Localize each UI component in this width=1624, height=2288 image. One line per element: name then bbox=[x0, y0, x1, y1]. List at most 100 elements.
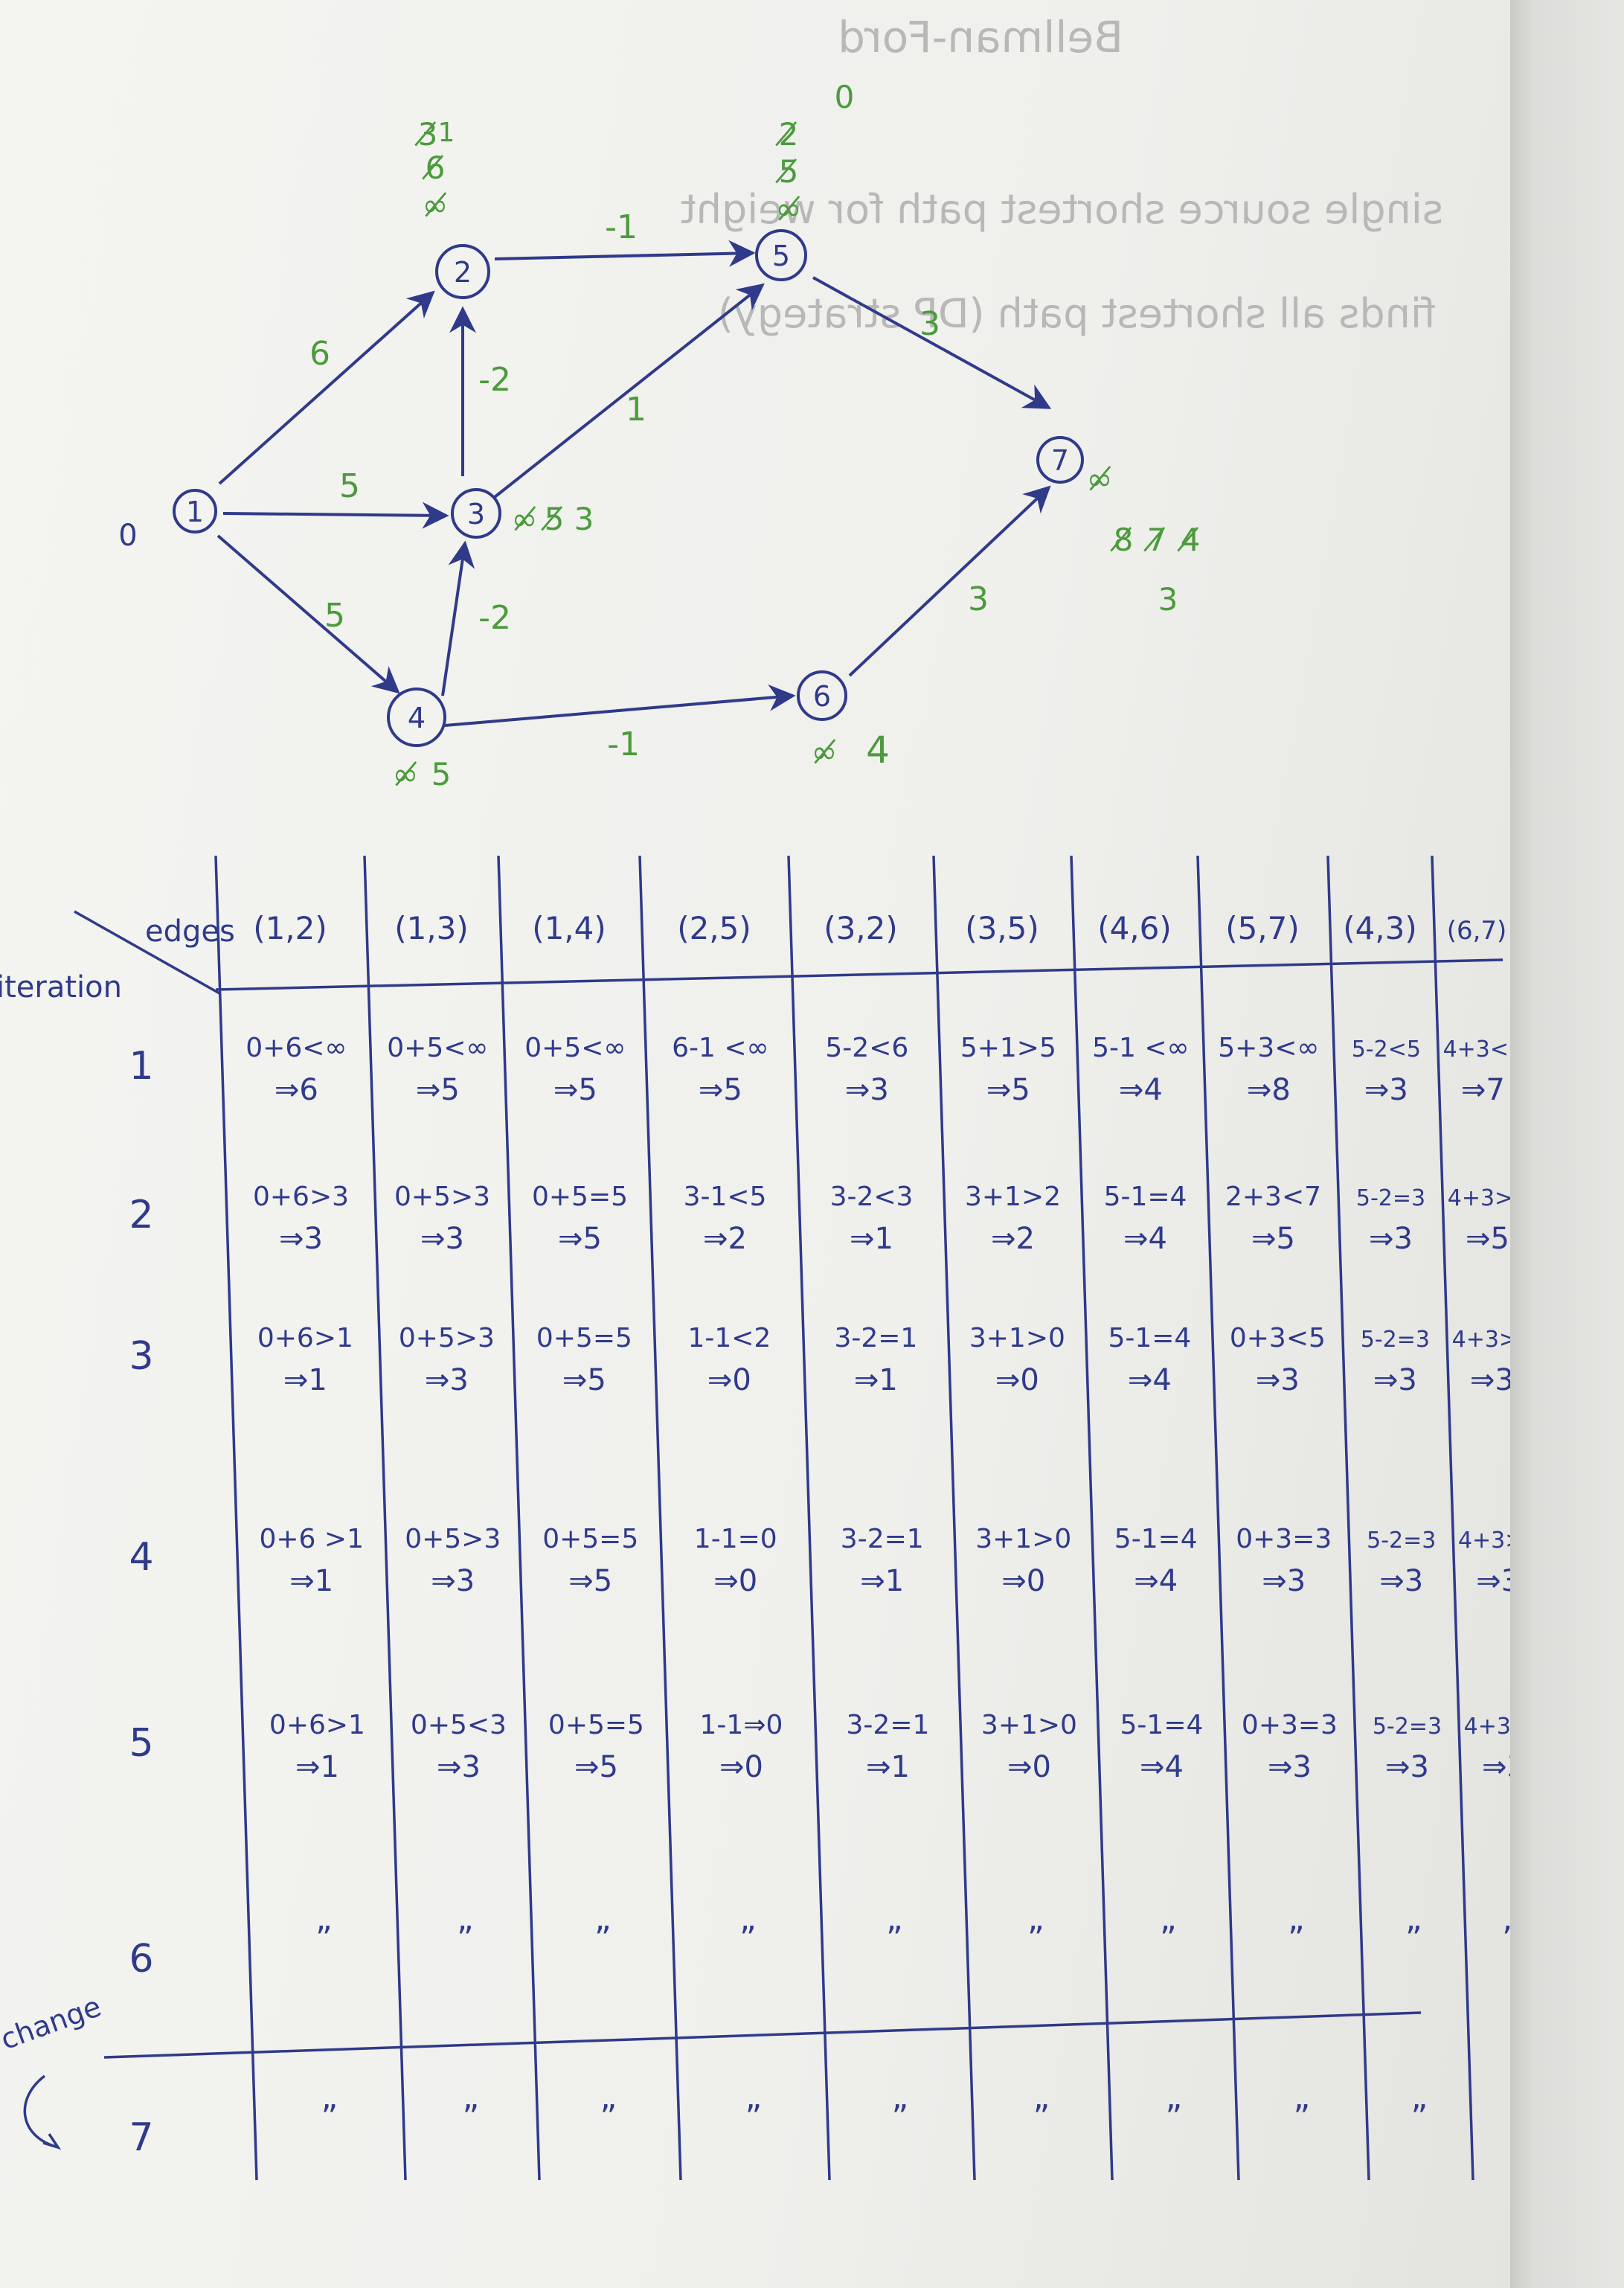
cell-expression: 0+3=3 bbox=[1236, 1524, 1332, 1554]
node-5-estimate: 2̸ bbox=[774, 116, 798, 153]
node-7-estimate: 7̸ bbox=[1143, 522, 1166, 558]
column-header: (2,5) bbox=[677, 910, 751, 946]
cell-result: ⇒1 bbox=[854, 1363, 898, 1397]
cell-result: ⇒0 bbox=[995, 1363, 1039, 1397]
cell-result: ⇒4 bbox=[1119, 1073, 1163, 1107]
cell-expression: ” bbox=[321, 2098, 338, 2136]
cell-result: ⇒5 bbox=[568, 1564, 612, 1598]
cell-result: ⇒2 bbox=[703, 1222, 747, 1256]
cell-expression: 0+5>3 bbox=[399, 1323, 495, 1353]
node-7-label: 7 bbox=[1051, 444, 1069, 477]
node-3-current: 3 bbox=[574, 501, 594, 537]
cell-result: ⇒3 bbox=[437, 1750, 481, 1784]
node-2-label: 2 bbox=[454, 256, 472, 289]
cell-expression: 3+1>2 bbox=[965, 1182, 1061, 1212]
node-3-estimate: ∞̸ bbox=[512, 501, 538, 537]
edge-4-3 bbox=[441, 540, 475, 696]
node-4-estimate: ∞̸ bbox=[393, 756, 419, 792]
column-header: (1,3) bbox=[394, 910, 469, 946]
cell-expression: 4+3>3 bbox=[1458, 1528, 1510, 1554]
cell-expression: 2+3<7 bbox=[1225, 1182, 1321, 1212]
cell-result: ⇒3 bbox=[1262, 1564, 1306, 1598]
cell-expression: 4+3>3 bbox=[1464, 1714, 1510, 1740]
iteration-table: (1,2)(1,3)(1,4)(2,5)(3,2)(3,5)(4,6)(5,7)… bbox=[0, 855, 1510, 2181]
cell-expression: ” bbox=[1033, 2098, 1050, 2136]
cell-result: ⇒3 bbox=[1268, 1750, 1312, 1784]
node-6-circle bbox=[797, 670, 847, 721]
cell-expression: 0+6<∞ bbox=[245, 1033, 347, 1063]
cell-expression: 0+5=5 bbox=[548, 1710, 644, 1740]
cell-expression: 5+1>5 bbox=[960, 1033, 1056, 1063]
edge-1-4 bbox=[216, 534, 400, 694]
cell-expression: ” bbox=[739, 1920, 757, 1958]
node-4-circle bbox=[387, 688, 446, 747]
change-note: change bbox=[0, 1990, 106, 2056]
cell-result: ⇒1 bbox=[860, 1564, 904, 1598]
cell-result: ⇒5 bbox=[553, 1073, 597, 1107]
edge-3-5 bbox=[493, 283, 765, 499]
weight-3-2: -2 bbox=[478, 361, 511, 399]
cell-expression: 0+5=5 bbox=[536, 1323, 632, 1353]
column-divider bbox=[932, 855, 976, 2181]
node-6-label: 6 bbox=[813, 680, 831, 713]
cell-expression: 0+3=3 bbox=[1242, 1710, 1338, 1740]
column-divider bbox=[1196, 855, 1240, 2181]
change-rule bbox=[103, 2011, 1422, 2059]
cell-expression: 0+5=5 bbox=[532, 1182, 628, 1212]
cell-result: ⇒3 bbox=[1364, 1073, 1408, 1107]
cell-expression: 5-1=4 bbox=[1104, 1182, 1187, 1212]
cell-result: ⇒6 bbox=[275, 1073, 318, 1107]
cell-result: ⇒1 bbox=[866, 1750, 910, 1784]
cell-result: ⇒5 bbox=[558, 1222, 602, 1256]
cell-result: ⇒3 bbox=[1482, 1750, 1510, 1784]
ghost-line-2: finds all shortest path (DP strategy) bbox=[718, 290, 1436, 337]
iteration-number: 6 bbox=[129, 1937, 153, 1981]
cell-expression: ” bbox=[457, 1920, 474, 1958]
column-header: (4,6) bbox=[1097, 910, 1172, 946]
cell-expression: 0+5<∞ bbox=[524, 1033, 626, 1063]
iteration-number: 5 bbox=[129, 1721, 153, 1766]
node-1-circle bbox=[173, 489, 217, 533]
cell-expression: 0+5>3 bbox=[394, 1182, 490, 1212]
cell-expression: ” bbox=[315, 1920, 333, 1958]
weight-5-7: 3 bbox=[919, 305, 940, 343]
graph-labels: 0 1 2 3 4 5 6 7 bbox=[118, 240, 1069, 734]
cell-expression: 0+6>3 bbox=[253, 1182, 349, 1212]
curved-arrow-icon bbox=[23, 2074, 62, 2150]
cell-expression: ” bbox=[1502, 1920, 1510, 1958]
node-7-estimate: ∞̸ bbox=[1087, 461, 1113, 497]
cell-result: ⇒5 bbox=[1251, 1222, 1295, 1256]
cell-result: ⇒1 bbox=[289, 1564, 333, 1598]
cell-expression: ” bbox=[600, 2098, 617, 2136]
node-5-estimate: ∞̸ bbox=[776, 190, 802, 227]
cell-result: ⇒3 bbox=[279, 1222, 323, 1256]
node-7-current: 3 bbox=[1158, 581, 1178, 618]
column-divider bbox=[214, 855, 258, 2181]
header-rule bbox=[215, 958, 1503, 991]
cell-expression: 0+5<∞ bbox=[387, 1033, 488, 1063]
column-divider bbox=[1070, 855, 1114, 2181]
cell-expression: 5-1=4 bbox=[1120, 1710, 1204, 1740]
cell-expression: 3+1>0 bbox=[975, 1524, 1071, 1554]
cell-result: ⇒1 bbox=[295, 1750, 339, 1784]
cell-expression: ” bbox=[745, 2098, 762, 2136]
node-2-estimate: ∞̸ bbox=[423, 187, 449, 223]
column-header: (3,2) bbox=[824, 910, 898, 946]
cell-expression: ” bbox=[1405, 1920, 1422, 1958]
node-7-estimate: 8̸ bbox=[1109, 522, 1133, 558]
cell-expression: 3-2=1 bbox=[834, 1323, 917, 1353]
distance-estimates: 3̸ 1 6̸ ∞̸ 2̸ 0 5̸ ∞̸ ∞̸ 5̸ 3 ∞̸ 4 ∞̸ 5 … bbox=[393, 79, 1201, 792]
iteration-number: 3 bbox=[129, 1334, 153, 1379]
cell-result: ⇒5 bbox=[1466, 1222, 1509, 1256]
cell-result: ⇒0 bbox=[707, 1363, 751, 1397]
cell-expression: 0+3<5 bbox=[1230, 1323, 1326, 1353]
cell-result: ⇒3 bbox=[1379, 1564, 1423, 1598]
cell-result: ⇒0 bbox=[713, 1564, 757, 1598]
column-divider bbox=[787, 855, 831, 2181]
cell-result: ⇒5 bbox=[562, 1363, 606, 1397]
cell-result: ⇒3 bbox=[1373, 1363, 1417, 1397]
cell-result: ⇒5 bbox=[574, 1750, 618, 1784]
cell-result: ⇒4 bbox=[1123, 1222, 1167, 1256]
node-7-estimate: 4̸ bbox=[1176, 522, 1200, 558]
node-5-circle bbox=[755, 229, 807, 281]
